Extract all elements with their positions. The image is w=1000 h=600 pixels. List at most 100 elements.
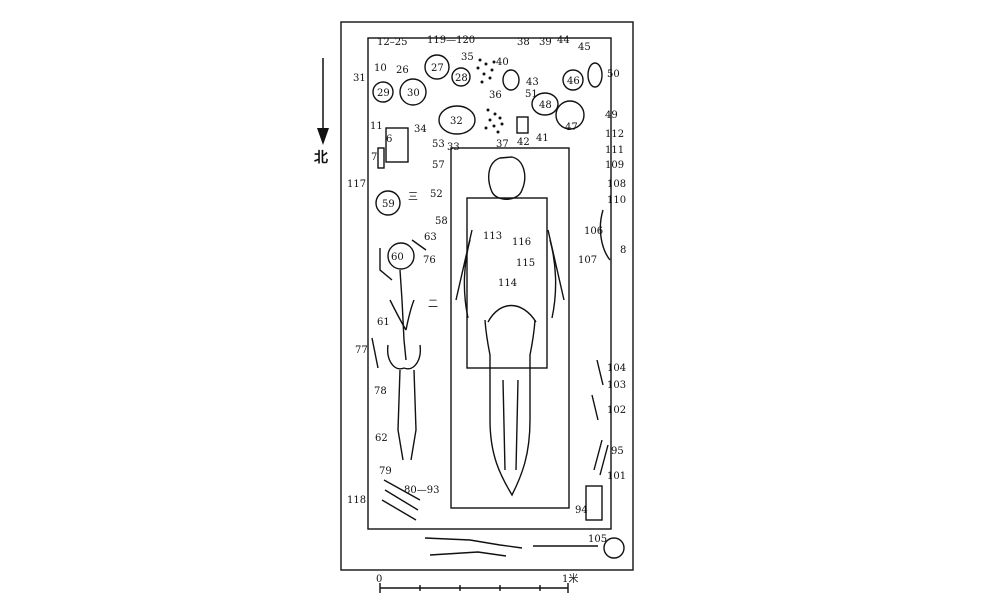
side-skeleton-left — [379, 239, 427, 461]
label-36: 36 — [489, 90, 502, 101]
vessel-32 — [438, 105, 476, 135]
label-107: 107 — [578, 255, 597, 266]
label-62: 62 — [375, 433, 388, 444]
label-118: 118 — [347, 495, 366, 506]
inner-coffin — [466, 197, 548, 369]
label-53: 53 — [432, 139, 445, 150]
label-39: 39 — [539, 37, 552, 48]
label-78: 78 — [374, 386, 387, 397]
blade-77 — [371, 337, 379, 369]
label-110: 110 — [607, 195, 626, 206]
label-51: 51 — [525, 89, 538, 100]
label-103: 103 — [607, 380, 626, 391]
label-40: 40 — [496, 57, 509, 68]
label-47: 47 — [565, 122, 578, 133]
label-76: 76 — [423, 255, 436, 266]
vessel-59 — [375, 190, 401, 216]
blades-102-104 — [591, 359, 604, 421]
label-41: 41 — [536, 133, 549, 144]
label-26: 26 — [396, 65, 409, 76]
bottom-skeleton — [424, 537, 625, 559]
north-label: 北 — [314, 150, 328, 166]
outer-chamber-wall — [340, 21, 634, 571]
label-63: 63 — [424, 232, 437, 243]
label-28: 28 — [455, 73, 468, 84]
bundle-80-93 — [381, 479, 421, 521]
label-94: 94 — [575, 505, 588, 516]
label-61: 61 — [377, 317, 390, 328]
label-31: 31 — [353, 73, 366, 84]
inner-chamber-wall — [367, 37, 612, 530]
label-59: 59 — [382, 199, 395, 210]
label-58: 58 — [435, 216, 448, 227]
label-33: 33 — [447, 142, 460, 153]
label-80-93: 80—93 — [404, 485, 439, 496]
vessel-30 — [399, 78, 427, 106]
vessel-29 — [372, 81, 394, 103]
label-44: 44 — [557, 35, 570, 46]
label-108: 108 — [607, 179, 626, 190]
vessel-48 — [531, 92, 559, 116]
vessel-28 — [451, 67, 471, 87]
label-119-120: 119—120 — [427, 35, 475, 46]
label-60: 60 — [391, 252, 404, 263]
main-skeleton — [455, 156, 565, 497]
north-arrow — [317, 58, 329, 145]
label-104: 104 — [607, 363, 626, 374]
scale-end: 1米 — [562, 572, 578, 585]
label-101: 101 — [607, 471, 626, 482]
label-32: 32 — [450, 116, 463, 127]
label-117: 117 — [347, 179, 366, 190]
vessel-50 — [587, 62, 603, 88]
bead-clusters — [476, 58, 504, 134]
label-57: 57 — [432, 160, 445, 171]
label-38: 38 — [517, 37, 530, 48]
label-34: 34 — [414, 124, 427, 135]
label-49: 49 — [605, 110, 618, 121]
label-113: 113 — [483, 231, 502, 242]
tier-mark-two: 二 — [428, 299, 438, 310]
label-27: 27 — [431, 63, 444, 74]
label-116: 116 — [512, 237, 531, 248]
label-12-25: 12–25 — [377, 37, 407, 48]
label-11: 11 — [370, 121, 383, 132]
scale-bar — [379, 583, 569, 593]
label-52: 52 — [430, 189, 443, 200]
label-48: 48 — [539, 100, 552, 111]
label-77: 77 — [355, 345, 368, 356]
label-46: 46 — [567, 76, 580, 87]
label-95: 95 — [611, 446, 624, 457]
label-114: 114 — [498, 278, 517, 289]
label-79: 79 — [379, 466, 392, 477]
label-109: 109 — [605, 160, 624, 171]
label-45: 45 — [578, 42, 591, 53]
blade-106 — [599, 209, 611, 261]
artifact-94 — [585, 485, 603, 521]
vessel-46 — [562, 69, 584, 91]
artifact-6 — [385, 127, 409, 163]
outer-coffin — [450, 147, 570, 509]
artifact-41 — [516, 116, 529, 134]
label-111: 111 — [605, 145, 624, 156]
tier-mark-three: 三 — [408, 192, 418, 203]
skull-60 — [387, 242, 415, 270]
label-102: 102 — [607, 405, 626, 416]
label-8: 8 — [620, 245, 626, 256]
label-6: 6 — [386, 134, 392, 145]
blades-95-101 — [593, 439, 609, 476]
label-112: 112 — [605, 129, 624, 140]
label-7: 7 — [371, 152, 377, 163]
vessel-40 — [502, 69, 520, 91]
vessel-27 — [424, 54, 450, 80]
label-42: 42 — [517, 137, 530, 148]
label-30: 30 — [407, 88, 420, 99]
artifact-7 — [377, 147, 385, 169]
vessel-47 — [555, 100, 585, 130]
label-37: 37 — [496, 139, 509, 150]
label-106: 106 — [584, 226, 603, 237]
label-43: 43 — [526, 77, 539, 88]
label-105: 105 — [588, 534, 607, 545]
label-50: 50 — [607, 69, 620, 80]
